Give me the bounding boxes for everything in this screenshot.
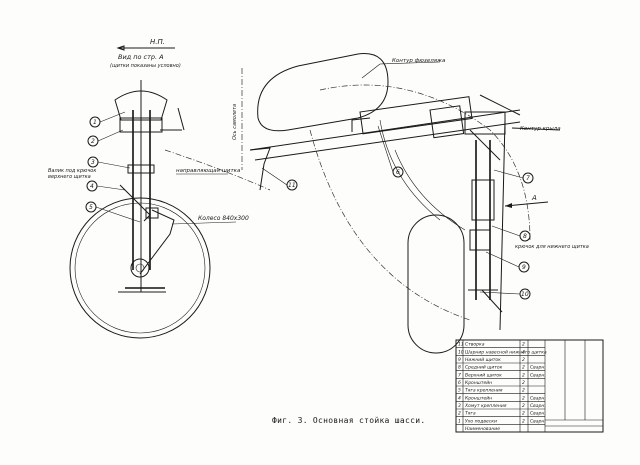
svg-text:11: 11 <box>288 182 296 189</box>
table-cell: 2 <box>522 395 525 401</box>
svg-text:7: 7 <box>526 175 530 182</box>
table-cell: Тяга <box>465 411 476 417</box>
svg-text:1: 1 <box>93 119 97 126</box>
table-cell: Хомут крепления <box>464 403 507 409</box>
table-cell: Створка <box>465 342 485 348</box>
table-cell: 2 <box>458 411 461 417</box>
table-cell: 8 <box>458 365 461 371</box>
table-cell: Нижний щиток <box>465 357 501 363</box>
label-guide-shield: направляющая щитка <box>176 168 241 174</box>
wheel-side <box>407 214 465 354</box>
table-cell: 7 <box>458 372 461 378</box>
svg-text:9: 9 <box>522 264 526 271</box>
table-cell: Сварн. <box>530 372 546 378</box>
svg-text:3: 3 <box>91 159 95 166</box>
table-cell: 3 <box>458 403 461 409</box>
table-cell: 2 <box>522 380 525 386</box>
right-view: Контур фюзеляжа Ось самолета Контур <box>232 53 589 354</box>
table-cell: Средний щиток <box>465 365 503 371</box>
left-callouts: 1 2 3 4 5 <box>85 111 141 223</box>
label-hook: крючок для нижнего щитка <box>515 244 589 250</box>
table-cell: Сварн. <box>530 395 546 401</box>
table-cell: 10 <box>458 349 464 355</box>
table-cell: Наименование <box>465 426 500 432</box>
label-axis: Ось самолета <box>232 104 238 140</box>
svg-text:6: 6 <box>396 169 400 176</box>
left-view: Н.П. Вид по стр. А (щитки показаны услов… <box>48 38 271 339</box>
table-cell: Сварн. <box>530 403 546 409</box>
table-cell: Шарнир навесной нижнего щитка <box>465 349 547 355</box>
wheel-outline <box>69 197 211 339</box>
label-wing-contour: Контур крыла <box>520 126 561 132</box>
table-cell: 9 <box>458 357 461 363</box>
table-cell: Сварн. <box>530 411 546 417</box>
label-shield-rods-2: верхнего щитка <box>48 174 91 180</box>
svg-text:2: 2 <box>91 138 95 145</box>
label-view-arrow: А <box>531 194 537 202</box>
table-cell: 4 <box>458 395 461 401</box>
table-cell: 2 <box>522 365 525 371</box>
table-cell: Тяга крепления <box>465 388 503 394</box>
svg-text:4: 4 <box>90 183 94 190</box>
table-cell: 6 <box>458 380 461 386</box>
view-subtitle: (щитки показаны условно) <box>110 63 181 69</box>
table-cell: 2 <box>522 342 525 348</box>
table-cell: 2 <box>522 403 525 409</box>
table-cell: Сварн. <box>530 418 546 424</box>
table-cell: 2 <box>522 372 525 378</box>
label-fuselage-contour: Контур фюзеляжа <box>392 58 446 64</box>
label-shield-rods: Валик под крючок <box>48 168 96 174</box>
right-callouts: 6 7 8 9 10 11 <box>261 125 534 300</box>
table-cell: Верхний щиток <box>465 372 502 378</box>
table-cell: Кронштейн <box>465 395 492 401</box>
figure-caption: Фиг. 3. Основная стойка шасси. <box>272 416 426 425</box>
fuselage-contour <box>257 53 389 132</box>
table-cell: 1 <box>458 418 461 424</box>
table-cell: Сварн. <box>530 365 546 371</box>
label-wheel: Колесо 840х300 <box>198 215 249 222</box>
table-cell: 5 <box>458 388 461 394</box>
table-cell: 2 <box>522 388 525 394</box>
view-title: Вид по стр. А <box>118 53 164 61</box>
table-cell: Кронштейн <box>465 380 492 386</box>
table-cell: 2 <box>522 357 525 363</box>
table-cell: Ухо подвески <box>465 418 497 424</box>
table-cell: 2 <box>522 411 525 417</box>
table-cell: 2 <box>522 418 525 424</box>
table-cell: 11 <box>458 342 464 348</box>
svg-text:5: 5 <box>89 204 93 211</box>
table-cell: 4 <box>522 349 525 355</box>
svg-text:10: 10 <box>521 291 529 298</box>
svg-text:8: 8 <box>523 233 527 240</box>
view-code: Н.П. <box>150 38 165 46</box>
